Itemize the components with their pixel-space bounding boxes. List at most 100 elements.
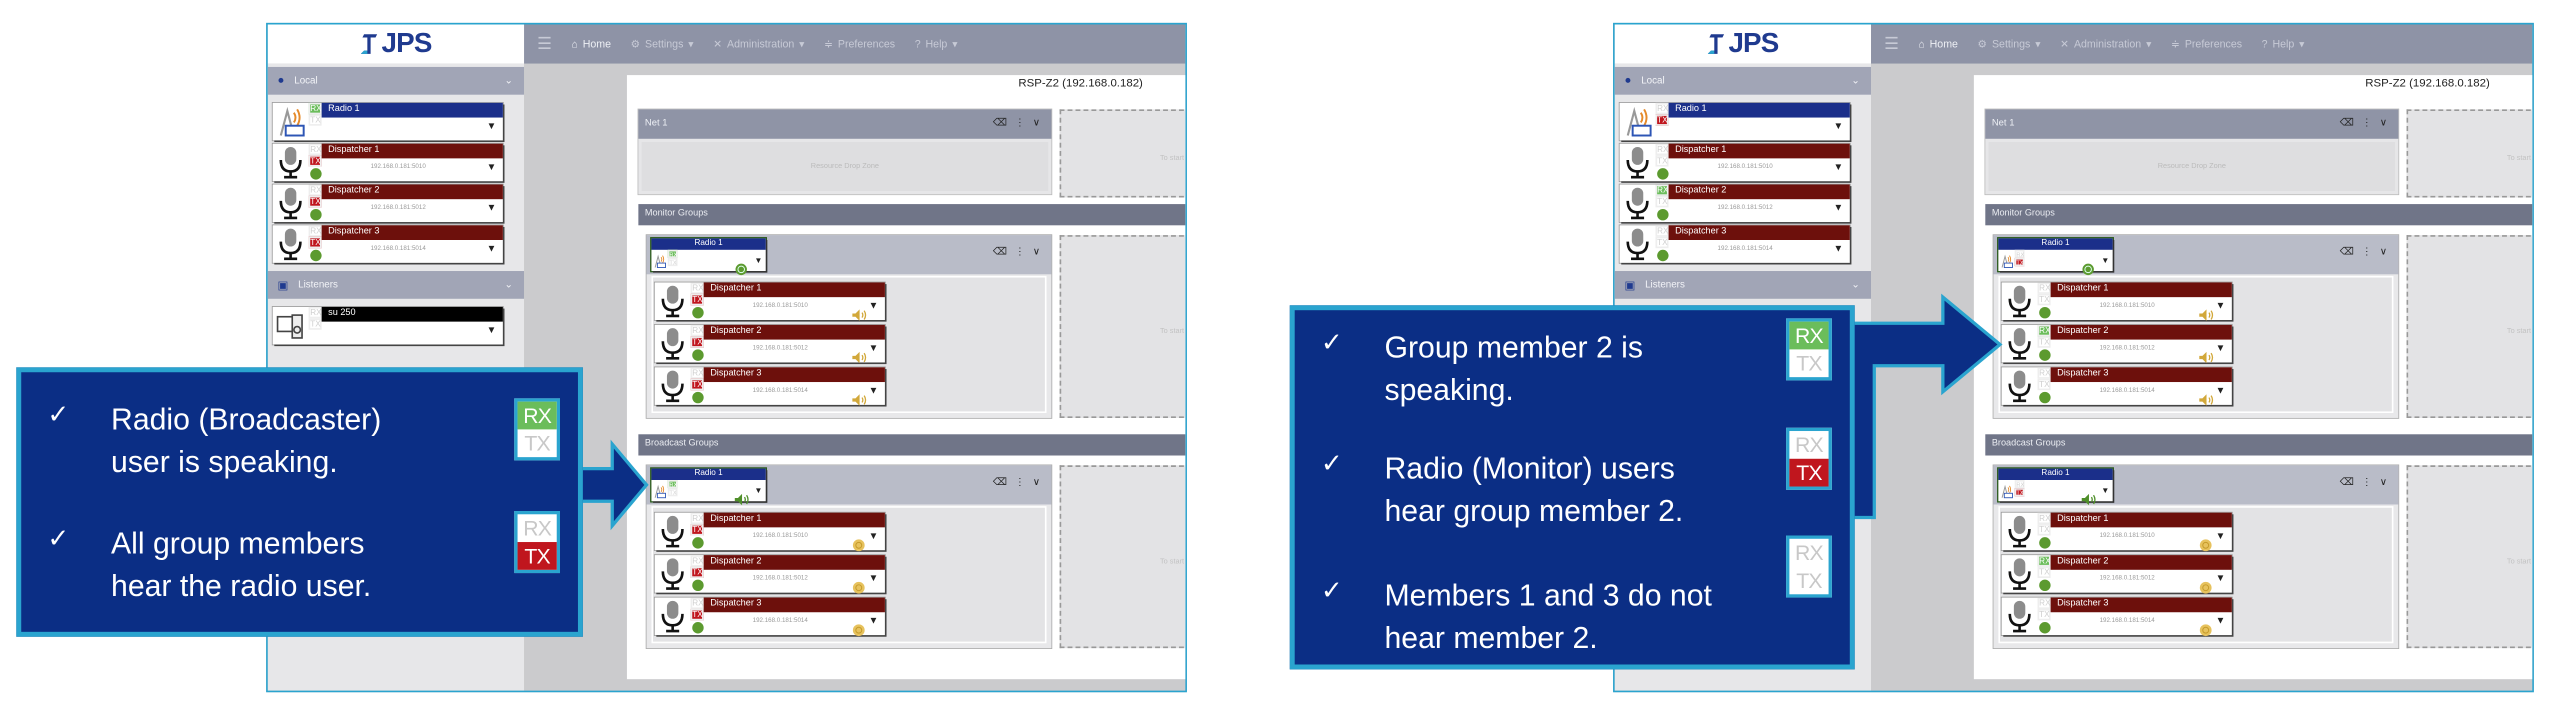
dropdown-caret-icon[interactable]: ▼ (754, 486, 763, 497)
eraser-icon[interactable]: ⌫ (992, 478, 1007, 489)
green-circle-icon[interactable] (2082, 255, 2097, 276)
dropdown-caret-icon[interactable]: ▼ (486, 244, 497, 255)
dispatcher-card[interactable]: RX TX Dispatcher 2 192.168.0.181:5012 ▼ (2001, 324, 2232, 364)
group-drop-zone[interactable]: To start a (1059, 235, 1186, 418)
hamburger-menu-icon[interactable]: ☰ (537, 35, 552, 54)
dispatcher-card[interactable]: RX TX Dispatcher 3 192.168.0.181:5014 ▼ (2001, 597, 2232, 637)
dispatcher-card[interactable]: RX TX Dispatcher 1 192.168.0.181:5010 ▼ (654, 282, 885, 321)
dispatcher-card[interactable]: RX TX Dispatcher 3 192.168.0.181:5014 ▼ (2001, 367, 2232, 406)
group-radio-card[interactable]: Radio 1 RX TX ▼ (651, 468, 766, 506)
nav-home[interactable]: ⌂Home (1918, 38, 1958, 50)
more-options-icon[interactable]: ⋮ (1014, 478, 1025, 489)
dispatcher-card[interactable]: RX TX Dispatcher 2 192.168.0.181:5012 ▼ (654, 324, 885, 364)
eraser-icon[interactable]: ⌫ (992, 119, 1007, 129)
more-options-icon[interactable]: ⋮ (1014, 119, 1025, 129)
dispatcher-card[interactable]: RX TX Dispatcher 2 192.168.0.181:5012 ▼ (1619, 184, 1850, 223)
dropdown-caret-icon[interactable]: ▼ (868, 344, 879, 355)
dropdown-caret-icon[interactable]: ▼ (2215, 574, 2226, 585)
nav-administration[interactable]: ✕Administration ▾ (2060, 38, 2152, 51)
more-options-icon[interactable]: ⋮ (2361, 119, 2372, 129)
nav-help[interactable]: ?Help ▾ (914, 38, 958, 51)
collapse-chevron-icon[interactable]: ∨ (2379, 248, 2387, 258)
nav-preferences[interactable]: ≑Preferences (824, 38, 896, 51)
dispatcher-card[interactable]: RX TX Dispatcher 1 192.168.0.181:5010 ▼ (654, 512, 885, 552)
dropdown-caret-icon[interactable]: ▼ (1833, 163, 1844, 174)
group-radio-card[interactable]: Radio 1 RX TX ▼ (1998, 468, 2113, 506)
dropdown-caret-icon[interactable]: ▼ (2101, 486, 2110, 497)
collapse-chevron-icon[interactable]: ∨ (1032, 478, 1040, 489)
nav-settings[interactable]: ⚙Settings ▾ (630, 38, 694, 51)
dropdown-caret-icon[interactable]: ▼ (868, 574, 879, 585)
green-circle-icon[interactable] (735, 255, 750, 276)
speaker-icon[interactable] (2199, 385, 2214, 406)
chevron-down-icon[interactable]: ⌄ (504, 280, 513, 291)
dropdown-caret-icon[interactable]: ▼ (2215, 344, 2226, 355)
dropdown-caret-icon[interactable]: ▼ (2215, 302, 2226, 312)
dispatcher-card[interactable]: RX TX Dispatcher 1 192.168.0.181:5010 ▼ (1619, 143, 1850, 182)
dispatcher-card[interactable]: RX TX Dispatcher 3 192.168.0.181:5014 ▼ (272, 225, 503, 263)
dispatcher-card[interactable]: RX TX Dispatcher 2 192.168.0.181:5012 ▼ (2001, 555, 2232, 594)
net-drop-zone[interactable]: To start a (1059, 109, 1186, 198)
speaker-icon[interactable] (2199, 343, 2214, 364)
chevron-down-icon[interactable]: ⌄ (1851, 280, 1860, 291)
yellow-circle-icon[interactable] (2199, 531, 2214, 552)
collapse-chevron-icon[interactable]: ∨ (2379, 478, 2387, 489)
dropdown-caret-icon[interactable]: ▼ (1833, 204, 1844, 214)
dropdown-caret-icon[interactable]: ▼ (486, 204, 497, 214)
nav-help[interactable]: ?Help ▾ (2261, 38, 2305, 51)
resource-drop-zone[interactable]: Resource Drop Zone (641, 142, 1049, 192)
dropdown-caret-icon[interactable]: ▼ (2215, 617, 2226, 627)
more-options-icon[interactable]: ⋮ (2361, 478, 2372, 489)
yellow-circle-icon[interactable] (2199, 616, 2214, 637)
collapse-chevron-icon[interactable]: ∨ (1032, 248, 1040, 258)
chevron-down-icon[interactable]: ⌄ (504, 76, 513, 87)
listeners-section-header[interactable]: ▣Listeners⌄ (1614, 271, 1872, 299)
yellow-circle-icon[interactable] (852, 573, 867, 594)
eraser-icon[interactable]: ⌫ (2339, 478, 2354, 489)
group-radio-card[interactable]: Radio 1 RX TX ▼ (651, 238, 766, 276)
listener-card[interactable]: RX TX su 250 ▼ (272, 306, 503, 345)
dispatcher-card[interactable]: RX TX Dispatcher 3 192.168.0.181:5014 ▼ (654, 367, 885, 406)
dispatcher-card[interactable]: RX TX Dispatcher 2 192.168.0.181:5012 ▼ (272, 184, 503, 223)
dispatcher-card[interactable]: RX TX Dispatcher 1 192.168.0.181:5010 ▼ (2001, 282, 2232, 321)
net-drop-zone[interactable]: To start a (2406, 109, 2533, 198)
green-speaker-icon[interactable] (2081, 485, 2097, 506)
hamburger-menu-icon[interactable]: ☰ (1884, 35, 1899, 54)
radio-card[interactable]: RX TX Radio 1 ▼ (1619, 102, 1850, 141)
collapse-chevron-icon[interactable]: ∨ (2379, 119, 2387, 129)
dropdown-caret-icon[interactable]: ▼ (868, 532, 879, 543)
resource-drop-zone[interactable]: Resource Drop Zone (1988, 142, 2396, 192)
eraser-icon[interactable]: ⌫ (2339, 248, 2354, 258)
group-drop-zone[interactable]: To start a (1059, 465, 1186, 649)
yellow-circle-icon[interactable] (852, 531, 867, 552)
nav-preferences[interactable]: ≑Preferences (2171, 38, 2243, 51)
group-drop-zone[interactable]: To start a (2406, 235, 2533, 418)
speaker-icon[interactable] (2199, 300, 2214, 321)
speaker-icon[interactable] (852, 343, 867, 364)
more-options-icon[interactable]: ⋮ (2361, 248, 2372, 258)
speaker-icon[interactable] (852, 300, 867, 321)
more-options-icon[interactable]: ⋮ (1014, 248, 1025, 258)
speaker-icon[interactable] (852, 385, 867, 406)
dropdown-caret-icon[interactable]: ▼ (486, 326, 497, 337)
dispatcher-card[interactable]: RX TX Dispatcher 2 192.168.0.181:5012 ▼ (654, 555, 885, 594)
eraser-icon[interactable]: ⌫ (992, 248, 1007, 258)
dropdown-caret-icon[interactable]: ▼ (868, 617, 879, 627)
yellow-circle-icon[interactable] (2199, 573, 2214, 594)
dropdown-caret-icon[interactable]: ▼ (486, 163, 497, 174)
dropdown-caret-icon[interactable]: ▼ (868, 302, 879, 312)
local-section-header[interactable]: ●Local⌄ (1614, 66, 1872, 95)
dropdown-caret-icon[interactable]: ▼ (486, 122, 497, 133)
collapse-chevron-icon[interactable]: ∨ (1032, 119, 1040, 129)
dropdown-caret-icon[interactable]: ▼ (754, 256, 763, 267)
local-section-header[interactable]: ●Local⌄ (267, 66, 525, 95)
nav-settings[interactable]: ⚙Settings ▾ (1977, 38, 2041, 51)
chevron-down-icon[interactable]: ⌄ (1851, 76, 1860, 87)
nav-administration[interactable]: ✕Administration ▾ (713, 38, 805, 51)
dropdown-caret-icon[interactable]: ▼ (868, 386, 879, 397)
green-speaker-icon[interactable] (734, 485, 750, 506)
group-radio-card[interactable]: Radio 1 RX TX ▼ (1998, 238, 2113, 276)
dispatcher-card[interactable]: RX TX Dispatcher 1 192.168.0.181:5010 ▼ (272, 143, 503, 182)
dropdown-caret-icon[interactable]: ▼ (1833, 244, 1844, 255)
dispatcher-card[interactable]: RX TX Dispatcher 1 192.168.0.181:5010 ▼ (2001, 512, 2232, 552)
